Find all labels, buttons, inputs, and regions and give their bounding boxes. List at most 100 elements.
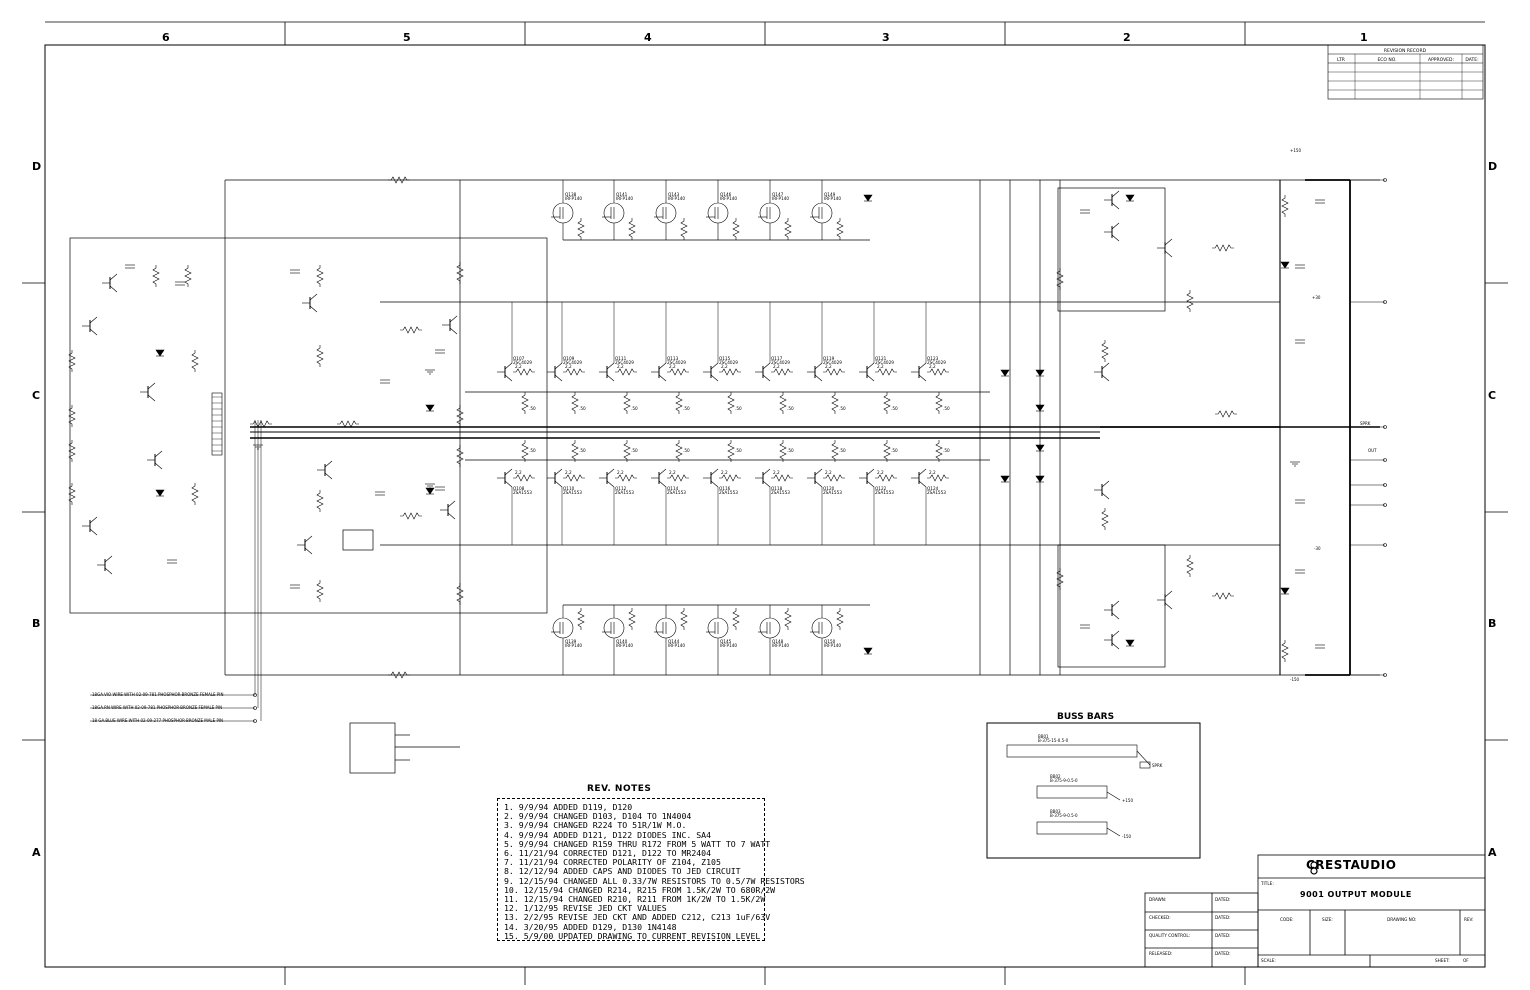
diode-icon [425,487,435,495]
rail-label-minus150: -150 [1290,677,1300,682]
zone-top-4: 4 [644,31,652,44]
mosfet-icon [759,202,781,224]
rev-note: 13. 2/2/95 REVISE JED CKT AND ADDED C212… [504,912,771,923]
component-label: 2SC4029 [667,360,686,365]
component-label: 2.2 [565,364,572,369]
label-released: RELEASED: [1149,951,1172,956]
diode-icon [155,349,165,357]
rev-note: 2. 9/9/94 CHANGED D103, D104 TO 1N4004 [504,811,692,822]
component-label: .50 [735,406,742,411]
rev-note: 11. 12/15/94 CHANGED R210, R211 FROM 1K/… [504,894,766,905]
rev-note: 10. 12/15/94 CHANGED R214, R215 FROM 1.5… [504,884,776,895]
wire-label-left-1: 18GA.VIO WIRE WITH 02-09-781 PHOSPHOR-BR… [92,692,224,697]
emitter-resistor-icon [521,440,529,462]
component-label: 2SA1553 [823,490,842,495]
component-label: .50 [735,448,742,453]
title-block [1144,854,1486,968]
resistor-icon [1281,640,1289,662]
zone-right-b: B [1488,617,1497,630]
component-label: IRFP140 [824,196,841,201]
component-label: Q120 [823,486,835,491]
component-label: Q124 [927,486,939,491]
buss-bar-3: BB03 B-375-9-0.5-0 -150 [1036,809,1132,839]
diode-icon [1125,194,1135,202]
component-label: Q141 [616,192,628,197]
resistor-icon [1212,244,1234,252]
rev-note: 8. 12/12/94 ADDED CAPS AND DIODES TO JED… [504,866,741,877]
resistor-icon [836,608,844,630]
component-label: Q147 [772,192,784,197]
resistor-icon [1101,508,1109,530]
zone-left-b: B [32,617,41,630]
base-resistor-icon [513,474,535,482]
component-label: 2SA1553 [615,490,634,495]
resistor-icon [1186,290,1194,312]
base-resistor-icon [927,474,949,482]
buss-bar-2: BB02 B-375-9-0.5-0 +150 [1036,774,1133,803]
base-resistor-icon [771,474,793,482]
resistor-icon [1101,340,1109,362]
component-label: Q138 [565,192,577,197]
component-label: 2SA1553 [927,490,946,495]
emitter-resistor-icon [675,440,683,462]
resistor-icon [184,265,192,287]
resistor-icon [388,671,410,679]
component-label: 2.2 [825,364,832,369]
label-drawn: DRAWN: [1149,897,1166,902]
mosfet-icon [707,617,729,639]
svg-text:-150: -150 [1122,834,1132,839]
component-label: Q139 [565,639,577,644]
resistor-icon [577,218,585,240]
terminal-icon [253,719,257,723]
zone-top-2: 2 [1123,31,1131,44]
zone-left-c: C [32,389,41,402]
mosfet-icon [811,202,833,224]
component-label: Q117 [771,356,783,361]
emitter-resistor-icon [935,440,943,462]
rev-header-approved: APPROVED: [1428,57,1454,63]
label-dated-4: DATED: [1215,951,1231,956]
resistor-icon [456,405,464,427]
component-symbols [68,176,1387,723]
resistor-icon [316,580,324,602]
svg-text:B-375-9-0.5-0: B-375-9-0.5-0 [1050,778,1078,783]
component-label: Q113 [667,356,679,361]
terminal-icon [1383,458,1387,462]
component-label: .50 [529,406,536,411]
component-label: 2SC4029 [771,360,790,365]
component-label: 2.2 [617,364,624,369]
resistor-icon [456,583,464,605]
revision-record-table: REVISION RECORD LTR ECO NO. APPROVED: DA… [1327,44,1484,100]
thermal-box [342,529,374,551]
component-label: 2SA1553 [667,490,686,495]
component-label: 2.2 [877,470,884,475]
zone-right-d: D [1488,160,1498,173]
emitter-resistor-icon [675,392,683,414]
buss-bars-title: BUSS BARS [1057,712,1115,722]
resistor-icon [784,608,792,630]
component-label: .50 [839,448,846,453]
rev-note: 5. 9/9/94 CHANGED R159 THRU R172 FROM 5 … [504,838,771,849]
wire-label-left-2: 18GA.RN WIRE WITH 02-09-781 PHOSPHOR-BRO… [92,705,223,710]
rev-note: 3. 9/9/94 CHANGED R224 TO 51R/1W M.O. [504,820,687,831]
driver-box [69,237,548,614]
diode-icon [863,194,873,202]
svg-text:BB03: BB03 [1050,809,1061,814]
resistor-icon [577,608,585,630]
zone-top-1: 1 [1360,31,1368,44]
rev-note: 1. 9/9/94 ADDED D119, D120 [504,802,633,812]
base-resistor-icon [823,474,845,482]
resistor-icon [1215,410,1237,418]
resistor-icon [732,218,740,240]
base-resistor-icon [615,368,637,376]
diode-icon [1000,369,1010,377]
component-label: Q118 [771,486,783,491]
rev-notes-box: 1. 9/9/94 ADDED D119, D120 2. 9/9/94 CHA… [497,798,805,941]
label-scale: SCALE: [1261,958,1276,963]
base-resistor-icon [771,368,793,376]
rail-label-sprk: SPRK [1360,421,1371,426]
terminal-icon [1383,483,1387,487]
rev-note: 12. 1/12/95 REVISE JED CKT VALUES [504,903,667,914]
component-label: 2.2 [773,470,780,475]
resistor-icon [400,512,422,520]
